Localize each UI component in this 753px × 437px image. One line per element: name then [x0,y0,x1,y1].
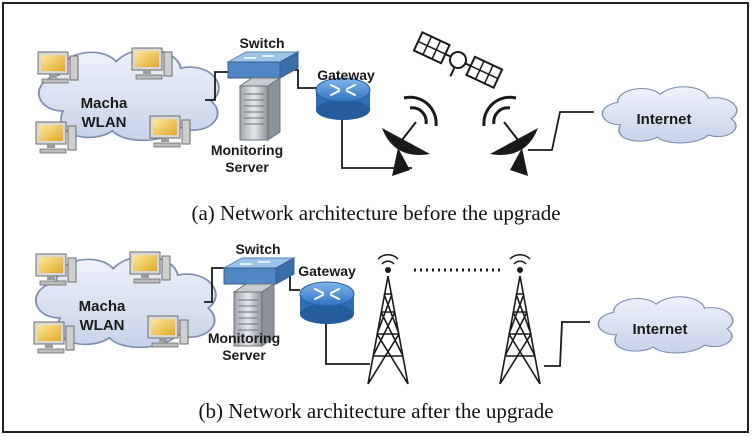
internet-label: Internet [632,321,687,338]
panel-a: Macha WLAN Switch Monitoring Server [35,31,738,225]
router-icon [299,281,355,324]
switch-label: Switch [239,35,284,51]
caption-b: (b) Network architecture after the upgra… [198,399,553,423]
server-label-line2: Server [225,159,269,175]
link-gateway-tower [325,312,370,365]
computer-icon [35,121,77,154]
network-switch-icon [226,51,300,79]
link-tower-internet [544,321,590,367]
server-icon [238,77,282,141]
wlan-label-line2: WLAN [80,317,125,334]
router-icon [315,77,371,120]
server-icon [232,283,276,347]
radio-tower-icon [367,254,409,385]
link-gateway-dish [341,118,412,169]
satellite-icon [412,31,504,89]
satellite-dish-icon [482,95,538,176]
wlan-label-line2: WLAN [82,114,127,131]
gateway-label: Gateway [298,263,356,279]
caption-a: (a) Network architecture before the upgr… [191,201,560,225]
server-label-line2: Server [222,347,266,363]
network-switch-icon [222,257,296,285]
computer-icon [33,321,75,354]
link-dish-internet [528,111,594,151]
radio-tower-icon [499,254,541,385]
link-wlan-switch [204,267,224,303]
wlan-label-line1: Macha [81,95,128,112]
gateway-label: Gateway [317,67,375,83]
server-label-line1: Monitoring [211,142,283,158]
switch-label: Switch [235,241,280,257]
server-label-line1: Monitoring [208,330,280,346]
link-wlan-switch [205,71,228,101]
satellite-dish-icon [382,95,438,176]
wlan-label-line1: Macha [79,298,126,315]
computer-icon [149,115,191,148]
internet-label: Internet [636,111,691,128]
panel-b: Macha WLAN Switch Monitoring Server Gate… [33,241,734,423]
